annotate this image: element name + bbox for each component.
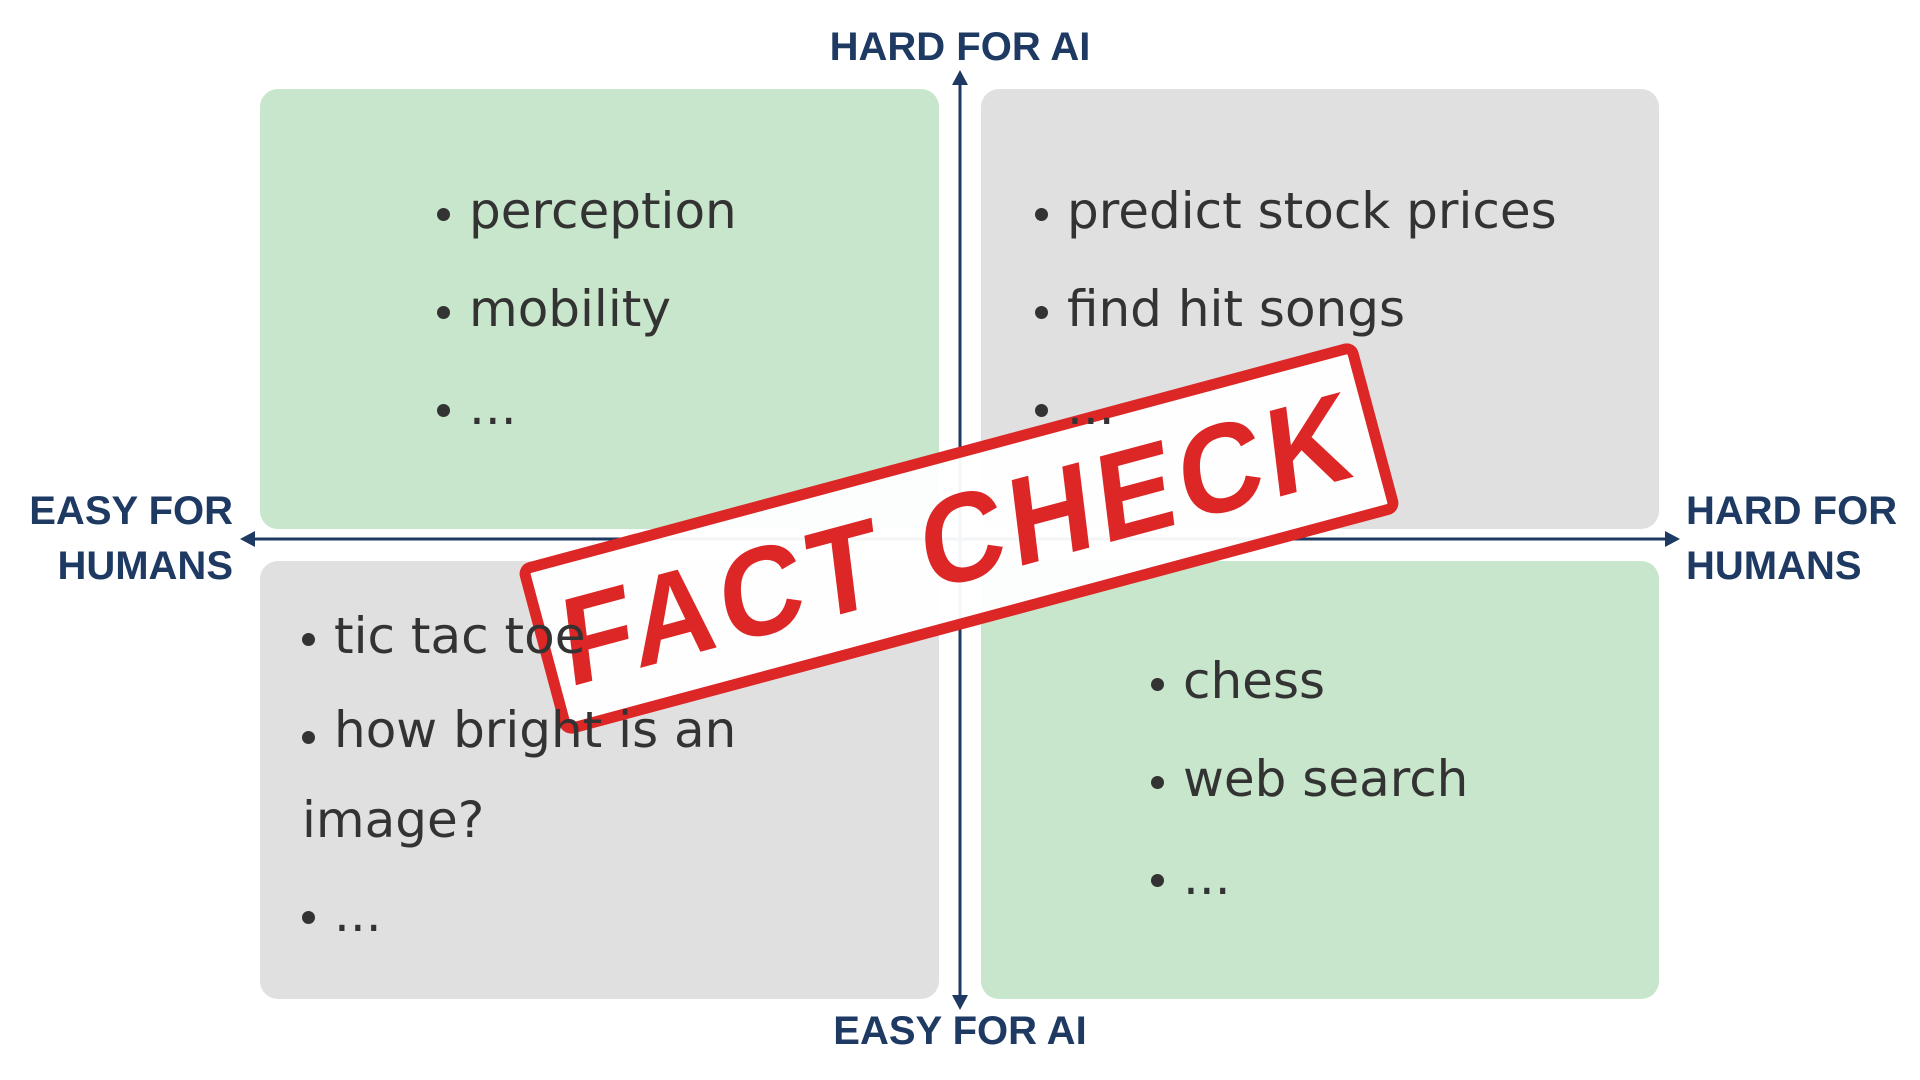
list-item: find hit songs bbox=[1035, 260, 1557, 358]
axis-label-bottom: EASY FOR AI bbox=[833, 1009, 1087, 1053]
list-item: predict stock prices bbox=[1035, 162, 1557, 260]
list-bottom-left: tic tac toe how bright is an image? ... bbox=[302, 587, 736, 963]
axis-label-top: HARD FOR AI bbox=[829, 25, 1091, 69]
arrow-left-icon bbox=[240, 531, 255, 547]
quadrant-bottom-right bbox=[981, 561, 1659, 999]
list-item: tic tac toe bbox=[302, 587, 736, 685]
list-item: ... bbox=[302, 865, 736, 963]
list-item: chess bbox=[1151, 632, 1468, 730]
list-top-right: predict stock prices find hit songs ... bbox=[1035, 162, 1557, 456]
list-item: ... bbox=[1035, 358, 1557, 456]
axis-label-left: EASY FOR HUMANS bbox=[29, 484, 233, 594]
list-item: perception bbox=[437, 162, 737, 260]
list-item: how bright is an bbox=[302, 685, 736, 775]
list-item: web search bbox=[1151, 730, 1468, 828]
axis-label-right-line: HUMANS bbox=[1686, 544, 1862, 588]
arrow-up-icon bbox=[952, 70, 968, 85]
list-item: ... bbox=[437, 358, 737, 456]
axis-label-right: HARD FOR HUMANS bbox=[1686, 484, 1897, 594]
axis-label-left-line: HUMANS bbox=[57, 544, 233, 588]
arrow-down-icon bbox=[952, 995, 968, 1010]
axis-label-left-line: EASY FOR bbox=[29, 489, 233, 533]
quadrant-top-left bbox=[260, 89, 939, 529]
list-item: ... bbox=[1151, 828, 1468, 926]
axis-label-right-line: HARD FOR bbox=[1686, 489, 1898, 533]
list-item: mobility bbox=[437, 260, 737, 358]
list-item-continuation: image? bbox=[302, 791, 485, 849]
list-top-left: perception mobility ... bbox=[437, 162, 737, 456]
arrow-right-icon bbox=[1665, 531, 1680, 547]
list-bottom-right: chess web search ... bbox=[1151, 632, 1468, 926]
